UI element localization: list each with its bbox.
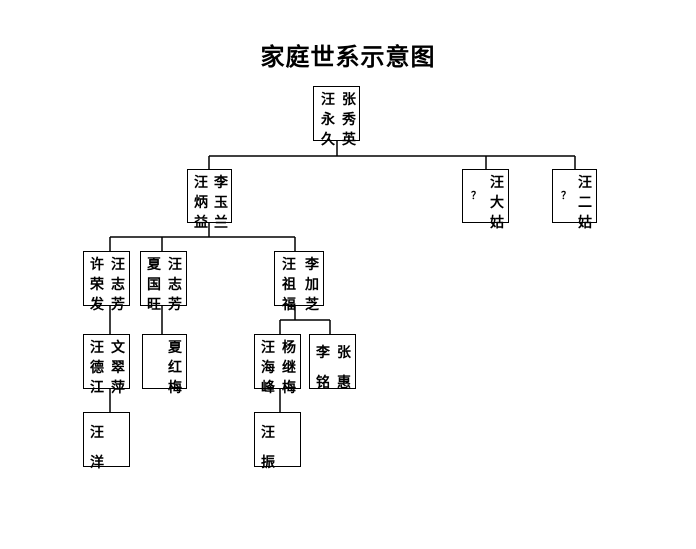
node-g2c-right: 汪 二 姑	[577, 173, 593, 233]
name-char: 玉	[214, 195, 228, 211]
name-char: 汪	[168, 257, 182, 273]
name-char: 继	[282, 360, 296, 376]
name-char: 二	[578, 195, 592, 211]
name-char: 杨	[282, 340, 296, 356]
node-g4c-left: 汪 海 峰	[260, 338, 276, 398]
name-char: 许	[90, 257, 104, 273]
name-char: 芳	[111, 297, 125, 313]
node-g3c: 汪 祖 福 李 加 芝	[274, 251, 324, 313]
name-char: 姑	[578, 215, 592, 231]
name-char: 志	[168, 277, 182, 293]
name-char: 红	[168, 360, 182, 376]
name-char: 洋	[90, 455, 104, 471]
name-char: 李	[214, 175, 228, 191]
name-char: 惠	[337, 375, 351, 391]
name-char: 翠	[111, 360, 125, 376]
name-char: 福	[282, 297, 296, 313]
name-char: 祖	[282, 277, 296, 293]
node-g4c-right: 杨 继 梅	[281, 338, 297, 398]
node-g3c-right: 李 加 芝	[304, 255, 320, 315]
node-g3c-left: 汪 祖 福	[281, 255, 297, 315]
node-g5b: 汪 振	[254, 412, 301, 471]
name-char: 炳	[194, 195, 208, 211]
name-char: 文	[111, 340, 125, 356]
name-char: 峰	[261, 380, 275, 396]
name-char: 振	[261, 455, 275, 471]
name-char: ？	[471, 191, 481, 202]
name-char: 加	[305, 277, 319, 293]
node-g1: 汪 永 久 张 秀 英	[313, 86, 360, 148]
name-char: 秀	[342, 112, 356, 128]
node-g2b-left: ？	[468, 187, 484, 207]
node-g1-left: 汪 永 久	[320, 90, 336, 150]
name-char: 永	[321, 112, 335, 128]
node-g3b-right: 汪 志 芳	[167, 255, 183, 315]
name-char: 汪	[90, 425, 104, 441]
node-g3a-right: 汪 志 芳	[110, 255, 126, 315]
name-char: 海	[261, 360, 275, 376]
name-char: 张	[342, 92, 356, 108]
name-char: 汪	[578, 175, 592, 191]
node-g4a: 汪 德 江 文 翠 萍	[83, 334, 130, 396]
name-char: 汪	[490, 175, 504, 191]
name-char: 李	[316, 345, 330, 361]
name-char: 英	[342, 132, 356, 148]
node-g5a-left: 汪 洋	[89, 418, 105, 478]
node-g2a-right: 李 玉 兰	[213, 173, 229, 233]
name-char: 芳	[168, 297, 182, 313]
node-g2a: 汪 炳 益 李 玉 兰	[187, 169, 232, 231]
node-g2c: ？ 汪 二 姑	[552, 169, 597, 231]
name-char: 江	[90, 380, 104, 396]
name-char: 汪	[261, 340, 275, 356]
name-char: 久	[321, 132, 335, 148]
name-char: 汪	[194, 175, 208, 191]
node-g2b-right: 汪 大 姑	[489, 173, 505, 233]
name-char: 汪	[261, 425, 275, 441]
name-char: 发	[90, 297, 104, 313]
node-g3b: 夏 国 旺 汪 志 芳	[140, 251, 187, 313]
name-char: 汪	[321, 92, 335, 108]
name-char: 张	[337, 345, 351, 361]
name-char: 芝	[305, 297, 319, 313]
name-char: 益	[194, 215, 208, 231]
node-g4d: 李 铭 张 惠	[309, 334, 356, 391]
name-char: 国	[147, 277, 161, 293]
name-char: 汪	[90, 340, 104, 356]
node-g1-right: 张 秀 英	[341, 90, 357, 150]
name-char: 汪	[282, 257, 296, 273]
node-g4a-left: 汪 德 江	[89, 338, 105, 398]
node-g2b: ？ 汪 大 姑	[462, 169, 509, 231]
name-char: 兰	[214, 215, 228, 231]
node-g2a-left: 汪 炳 益	[193, 173, 209, 233]
diagram-title: 家庭世系示意图	[260, 42, 436, 71]
node-g4b: 夏 红 梅	[142, 334, 187, 396]
name-char: 夏	[168, 340, 182, 356]
name-char: 德	[90, 360, 104, 376]
node-g3b-left: 夏 国 旺	[146, 255, 162, 315]
node-g5a: 汪 洋	[83, 412, 130, 471]
node-g4a-right: 文 翠 萍	[110, 338, 126, 398]
node-g2c-left: ？	[558, 187, 574, 207]
name-char: 荣	[90, 277, 104, 293]
node-g4d-left: 李 铭	[315, 338, 331, 398]
node-g3a: 许 荣 发 汪 志 芳	[83, 251, 130, 313]
name-char: 梅	[168, 380, 182, 396]
name-char: 大	[490, 195, 504, 211]
node-g3a-left: 许 荣 发	[89, 255, 105, 315]
name-char: ？	[561, 191, 571, 202]
node-g4d-right: 张 惠	[336, 338, 352, 398]
name-char: 铭	[316, 375, 330, 391]
name-char: 汪	[111, 257, 125, 273]
name-char: 李	[305, 257, 319, 273]
name-char: 萍	[111, 380, 125, 396]
node-g5b-left: 汪 振	[260, 418, 276, 478]
node-g4c: 汪 海 峰 杨 继 梅	[254, 334, 301, 396]
node-g4b-right: 夏 红 梅	[167, 338, 183, 398]
name-char: 旺	[147, 297, 161, 313]
name-char: 姑	[490, 215, 504, 231]
name-char: 夏	[147, 257, 161, 273]
name-char: 志	[111, 277, 125, 293]
name-char: 梅	[282, 380, 296, 396]
